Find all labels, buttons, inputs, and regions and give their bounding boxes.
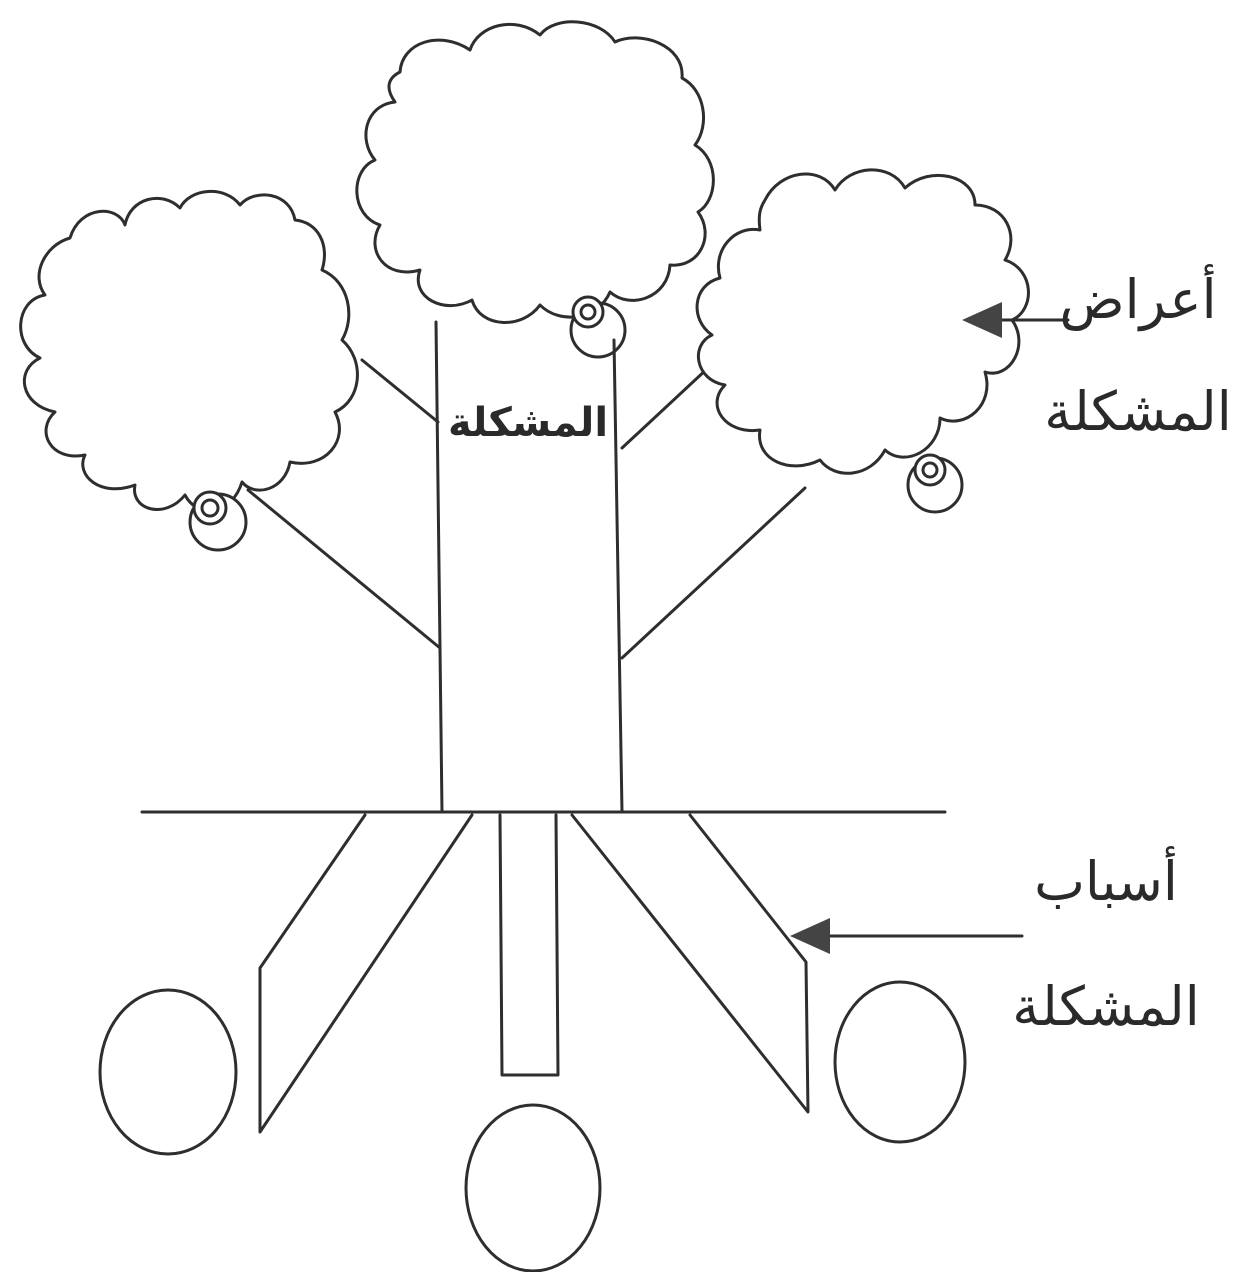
- root-center: [498, 813, 560, 1077]
- knot-icon-center: [569, 295, 627, 359]
- root-left: [258, 813, 474, 1134]
- root-right: [570, 813, 810, 1114]
- symptoms-label-line1: أعراض: [1059, 264, 1216, 331]
- trunk-right-edge: [612, 338, 624, 814]
- knot-icon-right: [906, 453, 964, 514]
- causes-label-line1: أسباب: [1034, 846, 1178, 913]
- cause-circle-right: [833, 980, 967, 1144]
- cause-circle-left: [98, 988, 238, 1156]
- causes-label-line2: المشكلة: [1012, 975, 1200, 1038]
- trunk-label: المشكلة: [448, 400, 608, 446]
- symptoms-arrow: [962, 302, 1070, 338]
- right-branch-lower: [620, 486, 807, 660]
- symptom-cloud-right: [695, 168, 1030, 475]
- symptom-cloud-left: [19, 190, 359, 513]
- knot-icon-left: [188, 490, 248, 552]
- problem-cloud-center: [355, 20, 715, 324]
- trunk-left-edge: [434, 320, 444, 814]
- symptoms-label-line2: المشكلة: [1044, 380, 1232, 443]
- cause-circle-center: [464, 1103, 602, 1272]
- causes-arrow: [790, 918, 1024, 954]
- left-branch-lower: [246, 488, 442, 650]
- left-branch-upper: [360, 358, 440, 424]
- right-branch-upper: [620, 366, 710, 450]
